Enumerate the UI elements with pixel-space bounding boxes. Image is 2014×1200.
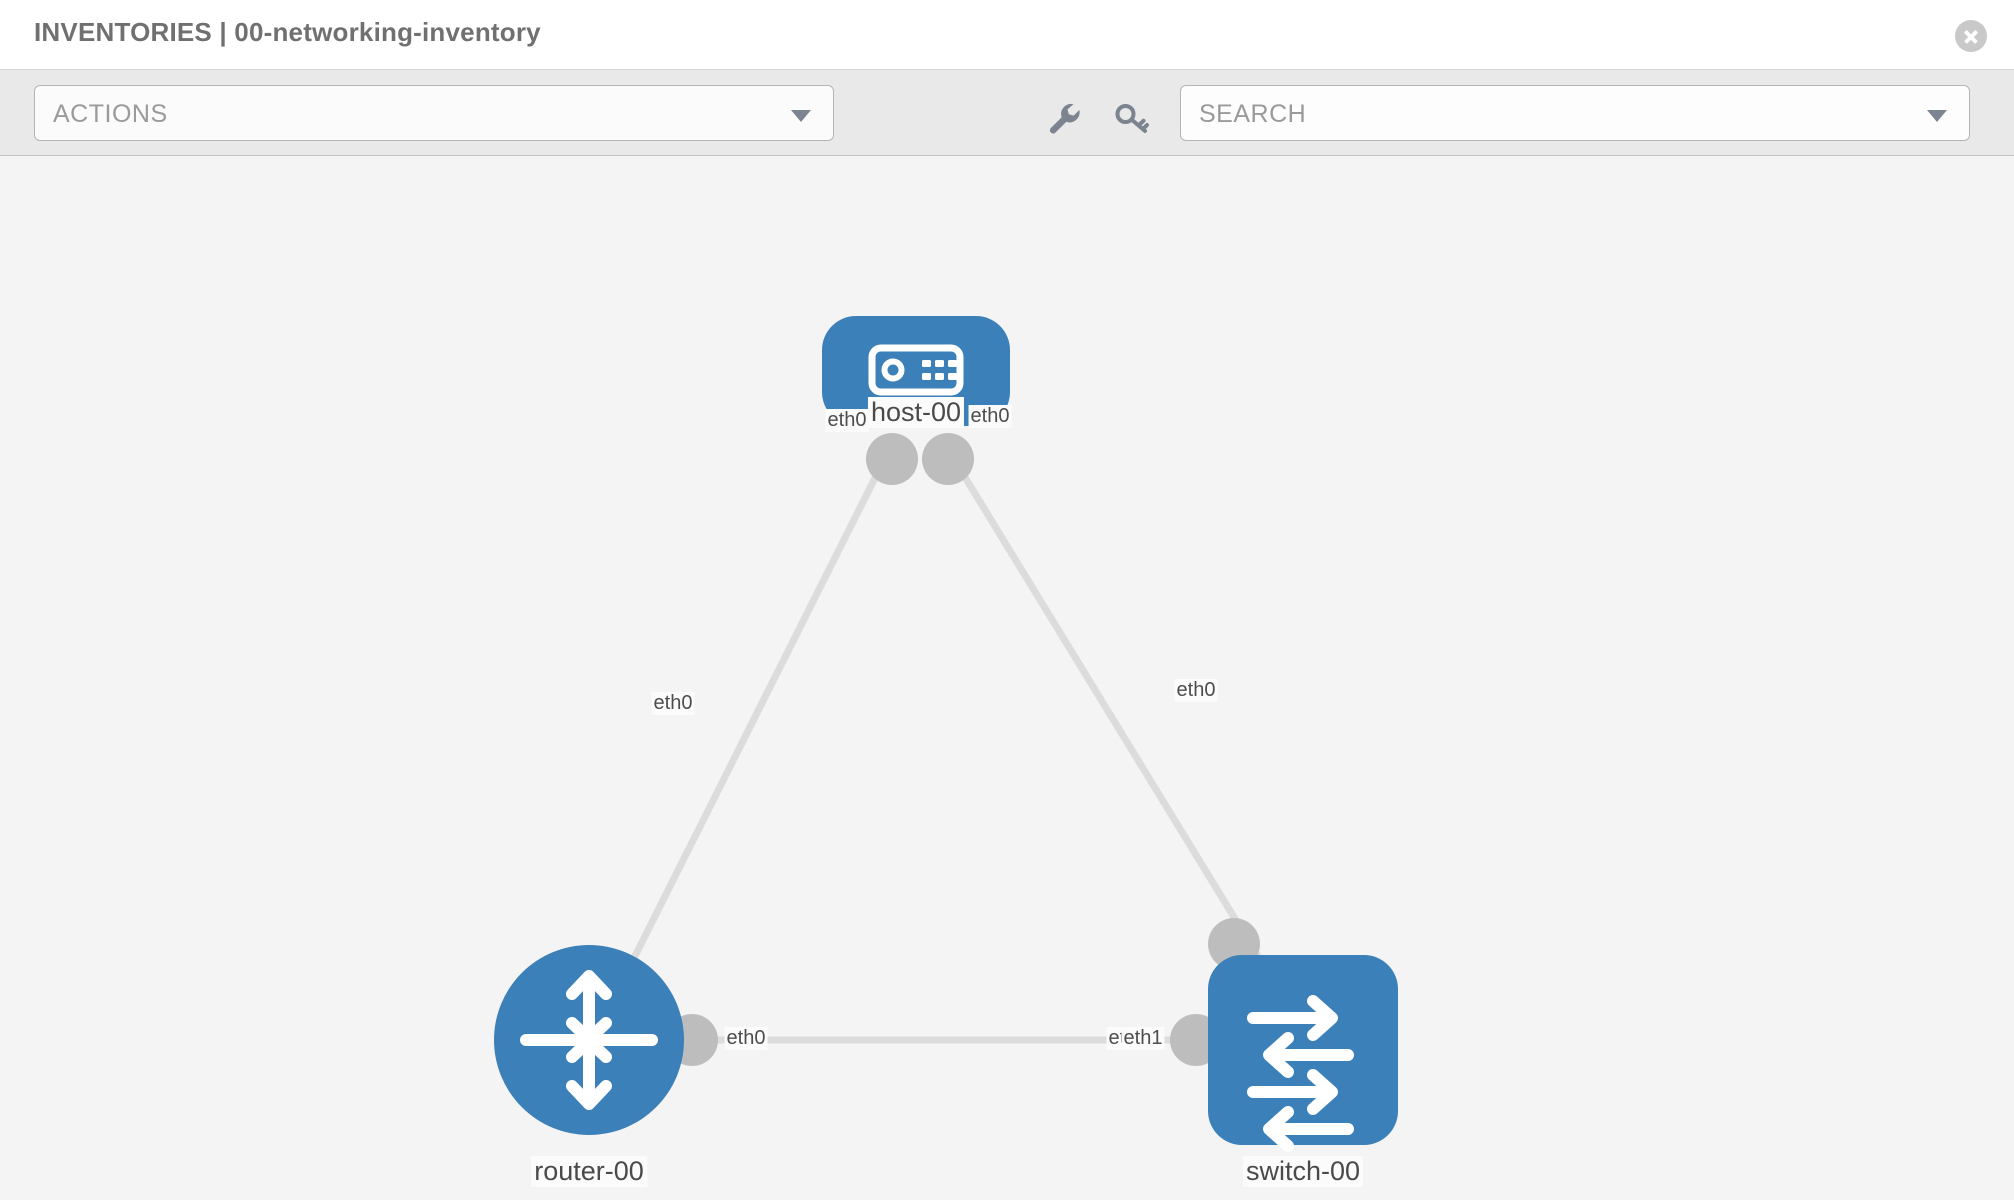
key-icon[interactable] [1112, 98, 1152, 138]
page-header: INVENTORIES | 00-networking-inventory [0, 0, 2014, 70]
chevron-down-icon[interactable] [1927, 110, 1947, 122]
connector-group [666, 433, 1260, 1066]
server-icon-details [881, 358, 957, 382]
topology-canvas[interactable]: host-00 router-00 switch-00 eth0 eth0 et… [0, 156, 2014, 1200]
search-placeholder: SEARCH [1199, 100, 1307, 128]
switch-arrows-icon [1247, 995, 1354, 1152]
toolbar: ACTIONS SEARCH [0, 70, 2014, 156]
topology-graph [494, 316, 1398, 1152]
iface-label-switch-eth1: eth1 [1121, 1027, 1165, 1050]
iface-label-host-left: eth0 [825, 409, 869, 432]
node-label-router-00: router-00 [531, 1156, 647, 1187]
iface-label-switch-uplink: eth0 [1174, 679, 1218, 702]
actions-dropdown[interactable]: ACTIONS [34, 85, 834, 141]
router-arrows-icon [520, 970, 658, 1110]
iface-label-router-eth0: eth0 [724, 1027, 768, 1050]
actions-dropdown-label: ACTIONS [53, 100, 168, 128]
close-icon[interactable] [1955, 20, 1987, 52]
node-router-00 [494, 945, 684, 1135]
search-input[interactable]: SEARCH [1180, 85, 1970, 141]
page-title: INVENTORIES | 00-networking-inventory [34, 17, 541, 47]
link-host-switch [949, 454, 1273, 978]
chevron-down-icon [791, 110, 811, 122]
connector-host-right [922, 433, 974, 485]
connector-host-left [866, 433, 918, 485]
node-label-host-00: host-00 [867, 397, 965, 428]
server-icon [868, 344, 964, 396]
node-label-switch-00: switch-00 [1242, 1156, 1364, 1187]
link-group [621, 454, 1273, 1044]
wrench-icon[interactable] [1044, 98, 1084, 138]
node-switch-00 [1208, 955, 1398, 1152]
iface-label-host-right: eth0 [968, 405, 1012, 428]
iface-label-router-uplink: eth0 [651, 692, 695, 715]
link-host-router [621, 454, 890, 978]
